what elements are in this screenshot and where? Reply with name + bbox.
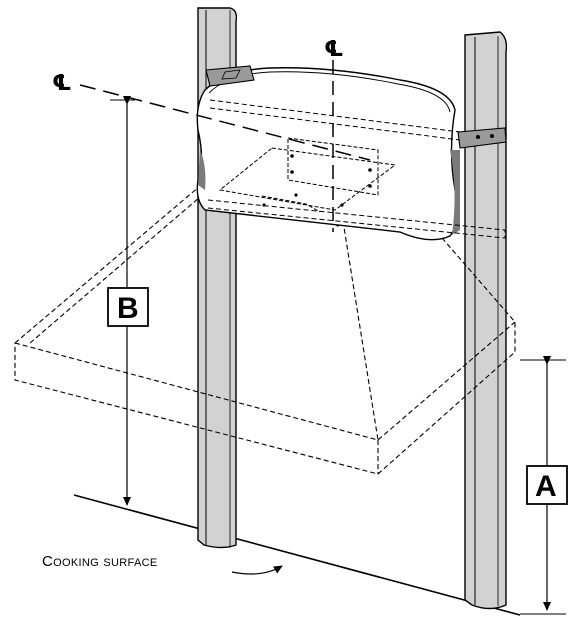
caption-pointer-arrow <box>231 565 283 575</box>
horizontal-centerline-symbol: ℄ <box>52 71 72 96</box>
mounting-plate <box>218 137 397 213</box>
cooking-surface-line <box>73 494 521 616</box>
dimension-a-label: A <box>535 470 557 503</box>
cooking-surface-caption: Cooking surface <box>42 553 157 570</box>
dimension-b-label-box <box>107 287 149 327</box>
dimension-a-label-box <box>526 465 568 505</box>
wall-framing <box>207 99 506 239</box>
dimension-b-label: B <box>117 292 139 325</box>
right-mounting-bracket <box>457 127 507 149</box>
right-wall-stud <box>464 31 508 610</box>
wall-cutaway <box>196 67 460 241</box>
vertical-centerline-symbol: ℄ <box>324 37 344 62</box>
mounting-screws <box>262 154 372 207</box>
left-mounting-bracket <box>205 65 255 87</box>
